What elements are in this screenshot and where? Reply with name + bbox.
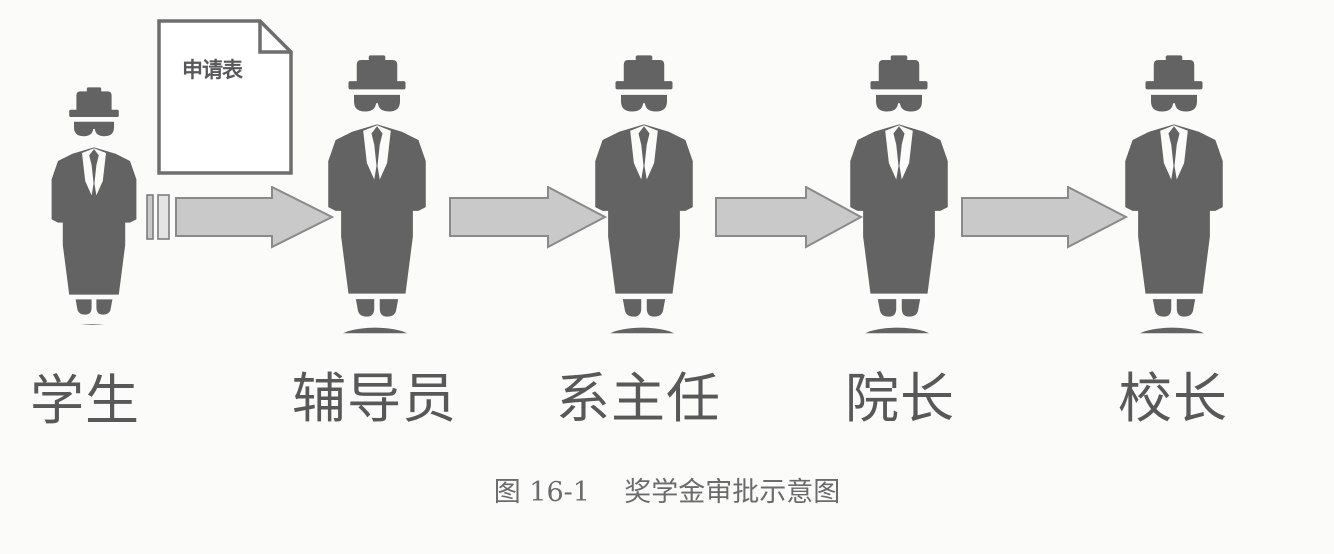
arrow-student-to-counselor xyxy=(146,186,336,256)
arrow-dept-head-to-dean xyxy=(714,186,864,256)
label-dean: 院长 xyxy=(845,367,955,430)
arrow-dean-to-president xyxy=(960,186,1130,256)
label-student: 学生 xyxy=(30,369,140,432)
figure-student xyxy=(34,85,154,325)
application-form-document: 申请表 xyxy=(156,18,296,176)
figure-counselor xyxy=(308,48,446,334)
figure-dept-head xyxy=(575,48,713,334)
figure-dean xyxy=(830,48,968,334)
figure-president xyxy=(1105,48,1243,334)
figure-caption: 图 16-1 奖学金审批示意图 xyxy=(493,477,841,508)
label-president: 校长 xyxy=(1118,367,1228,430)
label-counselor: 辅导员 xyxy=(292,367,457,430)
arrow-counselor-to-dept-head xyxy=(448,186,608,256)
label-dept-head: 系主任 xyxy=(556,367,721,430)
application-form-label: 申请表 xyxy=(182,58,243,82)
